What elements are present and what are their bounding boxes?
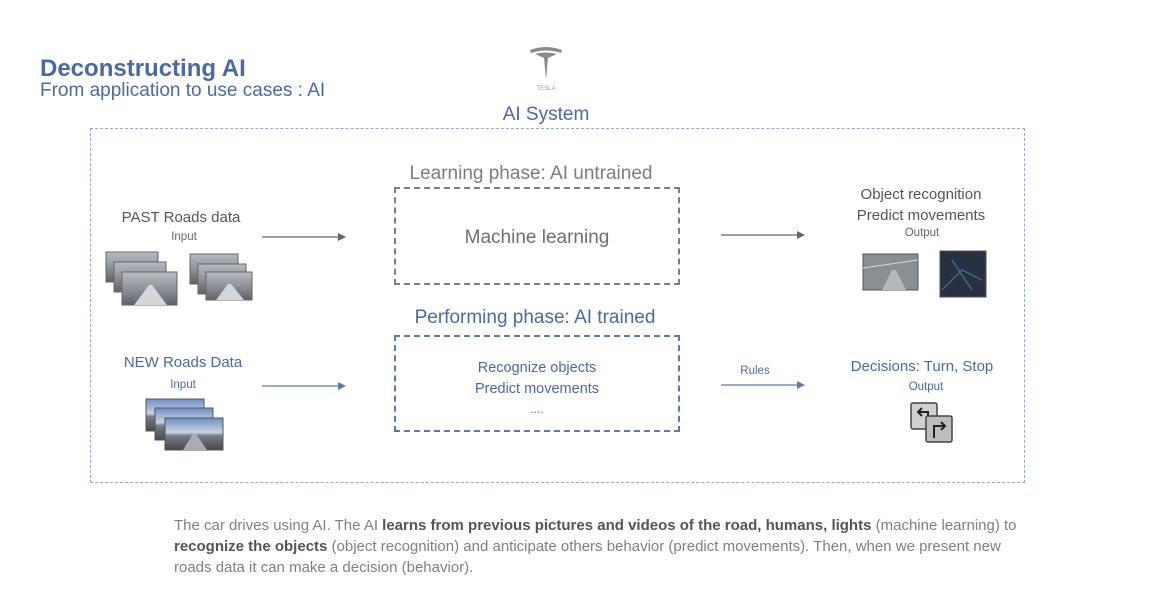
learning-output-label: Output bbox=[904, 227, 940, 239]
decisions-label: Decisions: Turn, Stop bbox=[850, 358, 994, 375]
caption-bold-2: recognize the objects bbox=[174, 538, 328, 555]
new-roads-title: NEW Roads Data bbox=[123, 354, 243, 371]
performing-input-arrow bbox=[262, 382, 346, 390]
tesla-logo: TESLA bbox=[530, 47, 562, 92]
new-roads-input-label: Input bbox=[170, 379, 196, 391]
new-roads-images bbox=[145, 398, 224, 451]
page-subtitle: From application to use cases : AI bbox=[40, 80, 326, 101]
object-recognition-images bbox=[862, 250, 987, 298]
learning-output-arrow bbox=[721, 231, 805, 239]
learning-process-box bbox=[394, 187, 680, 285]
recognize-objects-label: Recognize objects bbox=[477, 360, 597, 376]
performing-output-label: Output bbox=[908, 381, 944, 393]
rules-label: Rules bbox=[740, 365, 770, 377]
caption-text-2: (machine learning) to bbox=[871, 517, 1017, 534]
object-recognition-label: Object recognition bbox=[860, 186, 982, 203]
learning-input-arrow bbox=[262, 233, 346, 241]
predict-movements-process-label: Predict movements bbox=[474, 381, 600, 397]
ellipsis-label: .... bbox=[530, 402, 544, 416]
caption-text-3: (object recognition) and anticipate othe… bbox=[174, 538, 1001, 576]
performing-output-arrow bbox=[721, 381, 805, 389]
turn-sign-icon bbox=[910, 402, 953, 443]
past-roads-input-label: Input bbox=[171, 231, 197, 243]
caption-bold-1: learns from previous pictures and videos… bbox=[382, 517, 872, 534]
performing-process-box bbox=[394, 335, 680, 432]
machine-learning-label: Machine learning bbox=[464, 227, 610, 248]
system-label: AI System bbox=[502, 104, 590, 125]
learning-phase-label: Learning phase: AI untrained bbox=[409, 163, 653, 184]
predict-movements-label: Predict movements bbox=[856, 207, 986, 224]
explanation-caption: The car drives using AI. The AI learns f… bbox=[174, 515, 1034, 578]
caption-text-1: The car drives using AI. The AI bbox=[174, 517, 383, 534]
logo-text: TESLA bbox=[536, 86, 555, 92]
system-frame bbox=[90, 128, 1025, 483]
performing-phase-label: Performing phase: AI trained bbox=[414, 307, 656, 328]
page-title: Deconstructing AI bbox=[40, 55, 246, 82]
past-roads-title: PAST Roads data bbox=[121, 209, 241, 226]
past-roads-images bbox=[105, 251, 253, 306]
